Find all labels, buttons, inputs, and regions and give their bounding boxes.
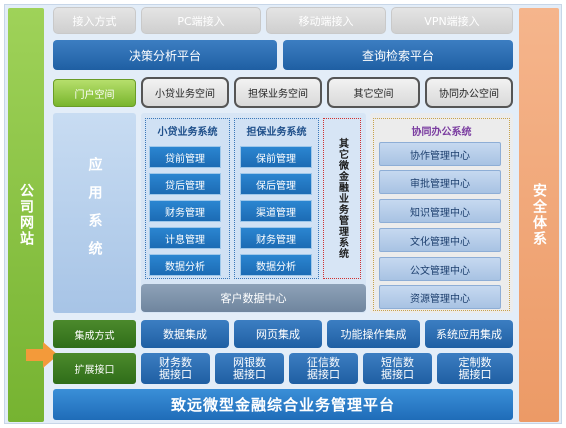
security-system-column: 安全体系 [519, 8, 559, 422]
loan-business-space[interactable]: 小贷业务空间 [141, 77, 229, 108]
sms-data-interface[interactable]: 短信数 据接口 [363, 353, 432, 384]
guarantee-business-space[interactable]: 担保业务空间 [234, 77, 322, 108]
office-item-culture[interactable]: 文化管理中心 [379, 228, 501, 252]
system-application-integration[interactable]: 系统应用集成 [425, 320, 513, 348]
office-item-approval[interactable]: 审批管理中心 [379, 170, 501, 194]
portal-space[interactable]: 门户空间 [53, 79, 136, 107]
guarantee-system-title: 担保业务系统 [246, 126, 307, 138]
loan-item-pre[interactable]: 贷前管理 [149, 146, 221, 168]
application-system-label: 应用系统 [86, 157, 103, 269]
guarantee-business-system: 担保业务系统 [234, 118, 319, 279]
custom-interface-line1: 定制数 [458, 355, 492, 369]
mobile-access-tab[interactable]: 移动端接入 [266, 7, 386, 34]
finance-interface-line1: 财务数 [159, 355, 192, 369]
access-method-tab[interactable]: 接入方式 [53, 7, 136, 34]
loan-system-title: 小贷业务系统 [157, 126, 218, 138]
bank-interface-line2: 据接口 [233, 367, 266, 381]
finance-interface-line2: 据接口 [159, 367, 192, 381]
application-system-block: 应用系统 [53, 113, 136, 313]
collaborative-office-space[interactable]: 协同办公空间 [425, 77, 513, 108]
guarantee-item-channel[interactable]: 渠道管理 [240, 200, 312, 222]
guarantee-item-pre[interactable]: 保前管理 [240, 146, 312, 168]
web-integration[interactable]: 网页集成 [234, 320, 322, 348]
office-item-knowledge[interactable]: 知识管理中心 [379, 199, 501, 223]
sms-interface-line2: 据接口 [381, 367, 414, 381]
other-system-label: 其它微金融业务管理系统 [336, 138, 348, 259]
query-search-platform[interactable]: 查询检索平台 [283, 40, 513, 70]
credit-interface-line2: 据接口 [307, 367, 340, 381]
decision-analysis-platform[interactable]: 决策分析平台 [53, 40, 277, 70]
office-item-resource[interactable]: 资源管理中心 [379, 285, 501, 309]
arrow-right-icon [26, 342, 58, 368]
office-system-frame: 协同办公系统 [373, 118, 510, 311]
office-item-document[interactable]: 公文管理中心 [379, 257, 501, 281]
sms-interface-line1: 短信数 [381, 355, 414, 369]
platform-footer: 致远微型金融综合业务管理平台 [53, 389, 513, 420]
loan-item-post[interactable]: 贷后管理 [149, 173, 221, 195]
pc-access-tab[interactable]: PC端接入 [141, 7, 261, 34]
credit-data-interface[interactable]: 征信数 据接口 [289, 353, 358, 384]
integration-method-label: 集成方式 [53, 320, 136, 348]
bank-data-interface[interactable]: 网银数 据接口 [215, 353, 284, 384]
bank-interface-line1: 网银数 [233, 355, 266, 369]
other-space[interactable]: 其它空间 [327, 77, 420, 108]
loan-item-finance[interactable]: 财务管理 [149, 200, 221, 222]
office-item-collaboration[interactable]: 协作管理中心 [379, 142, 501, 166]
customer-data-center[interactable]: 客户数据中心 [141, 284, 366, 312]
finance-data-interface[interactable]: 财务数 据接口 [141, 353, 210, 384]
security-system-label: 安全体系 [531, 183, 547, 247]
other-microfinance-system[interactable]: 其它微金融业务管理系统 [323, 118, 361, 279]
custom-interface-line2: 据接口 [458, 367, 492, 381]
loan-item-interest[interactable]: 计息管理 [149, 227, 221, 249]
guarantee-item-post[interactable]: 保后管理 [240, 173, 312, 195]
credit-interface-line1: 征信数 [307, 355, 340, 369]
office-system-title: 协同办公系统 [411, 126, 472, 138]
loan-item-analysis[interactable]: 数据分析 [149, 254, 221, 276]
data-integration[interactable]: 数据集成 [141, 320, 229, 348]
custom-data-interface[interactable]: 定制数 据接口 [437, 353, 513, 384]
guarantee-item-finance[interactable]: 财务管理 [240, 227, 312, 249]
loan-business-system: 小贷业务系统 [145, 118, 230, 279]
extension-interface-label: 扩展接口 [53, 353, 136, 384]
guarantee-item-analysis[interactable]: 数据分析 [240, 254, 312, 276]
function-integration[interactable]: 功能操作集成 [327, 320, 420, 348]
vpn-access-tab[interactable]: VPN端接入 [391, 7, 513, 34]
company-website-label: 公司网站 [18, 183, 34, 247]
